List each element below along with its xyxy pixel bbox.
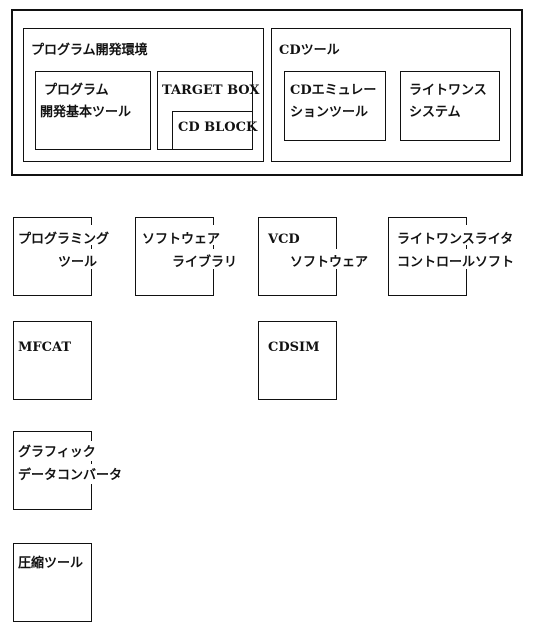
cd-emulation-label-1: CDエミュレー (290, 83, 377, 98)
programming-tools-label-1: プログラミング (18, 232, 110, 247)
cd-emulation-box (284, 71, 386, 141)
writeonce-writer-control-label-1: ライトワンスライタ (397, 232, 514, 247)
basic-tools-box (35, 71, 151, 150)
target-box-label: TARGET BOX (162, 83, 260, 98)
writeonce-system-box (400, 71, 500, 141)
vcd-software-label-2: ソフトウェア (290, 255, 369, 270)
graphic-data-converter-box (13, 431, 92, 510)
basic-tools-label-2: 開発基本ツール (40, 105, 132, 120)
cdsim-label: CDSIM (268, 340, 320, 355)
cd-emulation-label-2: ションツール (290, 105, 369, 120)
compression-tools-box (13, 543, 92, 622)
software-library-label-1: ソフトウェア (142, 232, 221, 247)
compression-tools-label: 圧縮ツール (18, 556, 84, 571)
software-library-label-2: ライブラリ (172, 255, 238, 270)
programming-tools-label-2: ツール (58, 255, 98, 270)
basic-tools-label-1: プログラム (44, 83, 109, 98)
writeonce-writer-control-label-2: コントロールソフト (397, 255, 515, 270)
mfcat-label: MFCAT (18, 340, 72, 355)
cd-tools-title: CDツール (279, 43, 340, 58)
vcd-software-label-1: VCD (268, 232, 300, 247)
writeonce-writer-control-box (388, 217, 467, 296)
cdsim-box (258, 321, 337, 400)
cd-block-box (172, 111, 253, 150)
mfcat-box (13, 321, 92, 400)
software-library-box (135, 217, 214, 296)
graphic-data-converter-label-1: グラフィック (18, 445, 96, 460)
writeonce-system-label-2: システム (409, 105, 461, 120)
cd-block-label: CD BLOCK (178, 120, 258, 135)
dev-environment-title: プログラム開発環境 (31, 43, 148, 58)
graphic-data-converter-label-2: データコンバータ (18, 468, 123, 483)
writeonce-system-label-1: ライトワンス (409, 83, 487, 98)
